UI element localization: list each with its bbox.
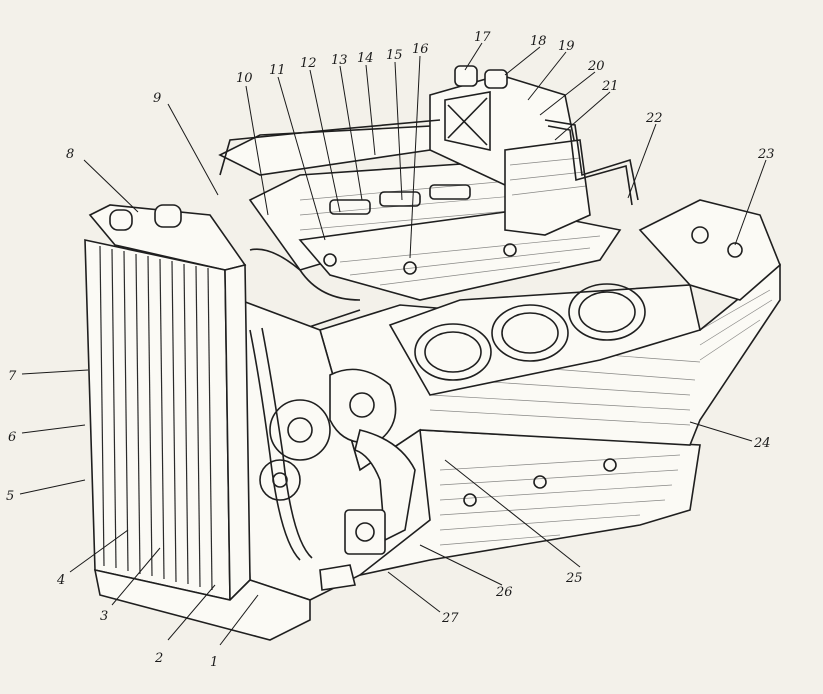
- pulley-lower: [259, 459, 301, 501]
- callout-13: 13: [331, 53, 348, 68]
- callout-labels: 1 2 3 4 5 6 7 8 9 10 11 12 13 14 15 16 1…: [6, 30, 775, 670]
- callout-10: 10: [236, 71, 253, 86]
- callout-20: 20: [587, 59, 605, 74]
- callout-11: 11: [269, 63, 286, 78]
- callout-18: 18: [530, 34, 547, 49]
- radiator-fins: [99, 245, 213, 591]
- callout-22: 22: [645, 111, 663, 126]
- callout-21: 21: [601, 79, 619, 94]
- water-pump: [329, 368, 397, 444]
- callout-16: 16: [412, 42, 429, 57]
- leader-lines: [19, 42, 767, 646]
- callout-7: 7: [8, 369, 17, 384]
- pulley-upper: [269, 399, 331, 461]
- callout-8: 8: [66, 147, 74, 162]
- callout-6: 6: [8, 430, 16, 445]
- cylinder-bores: [414, 283, 646, 381]
- callout-12: 12: [300, 56, 317, 71]
- callout-5: 5: [6, 489, 14, 504]
- callout-27: 27: [441, 611, 459, 626]
- callout-1: 1: [210, 655, 218, 670]
- callout-15: 15: [386, 48, 403, 63]
- cylinder-deck: [388, 284, 701, 396]
- callout-19: 19: [558, 39, 575, 54]
- callout-14: 14: [357, 51, 374, 66]
- end-plate: [638, 199, 781, 301]
- callout-4: 4: [56, 573, 65, 588]
- callout-26: 26: [495, 585, 513, 600]
- callout-23: 23: [757, 147, 775, 162]
- callout-17: 17: [474, 30, 491, 45]
- radiator-bottom-tank: [93, 568, 311, 641]
- callout-9: 9: [153, 91, 161, 106]
- callout-24: 24: [753, 436, 771, 451]
- engine-illustration: [84, 65, 781, 641]
- callout-25: 25: [565, 571, 583, 586]
- callout-3: 3: [100, 609, 108, 624]
- callout-2: 2: [154, 651, 163, 666]
